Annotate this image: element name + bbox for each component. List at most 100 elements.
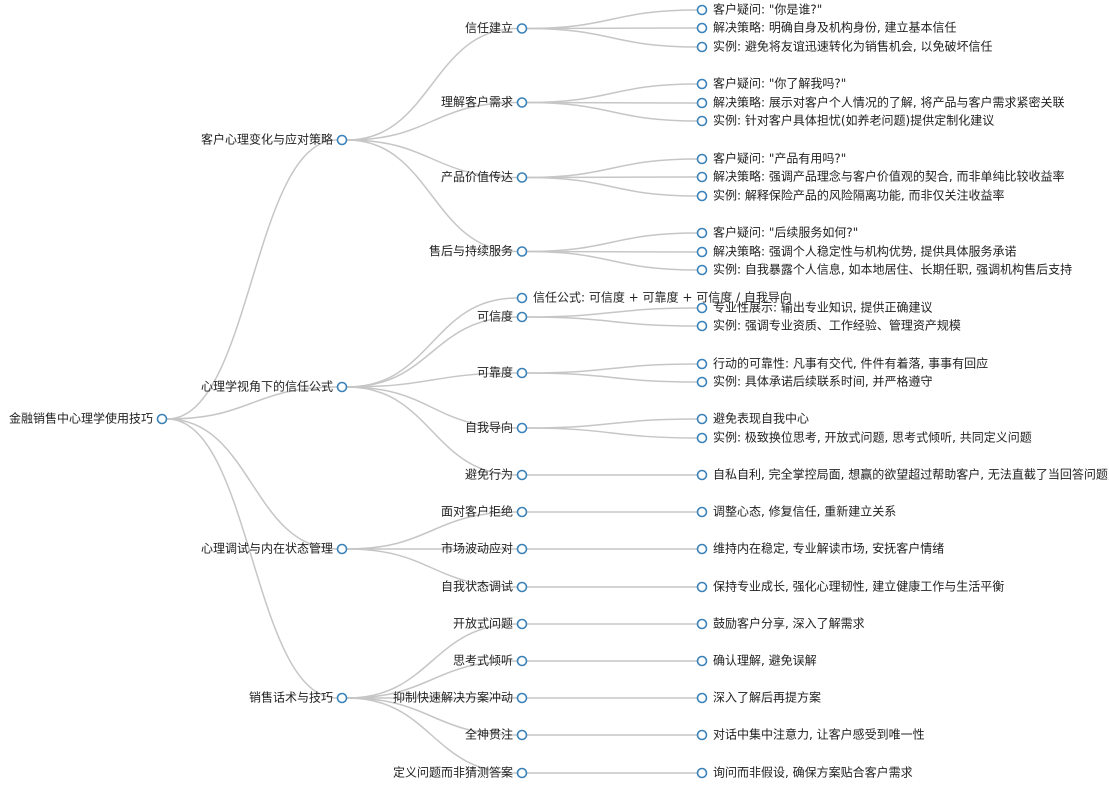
node-circle[interactable] <box>516 618 528 630</box>
node-circle[interactable] <box>696 692 708 704</box>
detail-topic-0-3-2[interactable]: 实例: 自我暴露个人信息, 如本地居住、长期任职, 强调机构售后支持 <box>696 262 1073 277</box>
node-circle[interactable] <box>696 767 708 779</box>
node-circle[interactable] <box>516 422 528 434</box>
subtopic-2-1[interactable]: 市场波动应对 <box>441 541 528 556</box>
node-circle[interactable] <box>516 581 528 593</box>
subtopic-3-3[interactable]: 全神贯注 <box>465 727 528 742</box>
subtopic-0-3[interactable]: 售后与持续服务 <box>429 243 528 258</box>
detail-topic-3-1-0[interactable]: 确认理解, 避免误解 <box>696 653 817 668</box>
detail-topic-2-0-0[interactable]: 调整心态, 修复信任, 重新建立关系 <box>696 504 897 519</box>
subtopic-0-1[interactable]: 理解客户需求 <box>441 94 528 109</box>
root-topic[interactable]: 金融销售中心理学使用技巧 <box>9 411 168 426</box>
detail-topic-0-1-1[interactable]: 解决策略: 展示对客户个人情况的了解, 将产品与客户需求紧密关联 <box>696 95 1065 110</box>
node-circle[interactable] <box>516 367 528 379</box>
subtopic-1-0[interactable]: 信任公式: 可信度 + 可靠度 + 可信度 / 自我导向 <box>516 290 792 305</box>
subtopic-1-2[interactable]: 可靠度 <box>477 365 528 380</box>
node-circle[interactable] <box>696 302 708 314</box>
node-circle[interactable] <box>516 692 528 704</box>
node-circle[interactable] <box>516 292 528 304</box>
detail-topic-1-1-1[interactable]: 实例: 强调专业资质、工作经验、管理资产规模 <box>696 318 961 333</box>
node-circle[interactable] <box>516 172 528 183</box>
detail-topic-0-3-1[interactable]: 解决策略: 强调个人稳定性与机构优势, 提供具体服务承诺 <box>696 244 1017 259</box>
detail-topic-0-1-2[interactable]: 实例: 针对客户具体担忧(如养老问题)提供定制化建议 <box>696 113 995 128</box>
node-circle[interactable] <box>336 543 348 555</box>
subtopic-3-4[interactable]: 定义问题而非猜测答案 <box>393 765 528 780</box>
node-circle[interactable] <box>516 655 528 667</box>
node-circle[interactable] <box>516 543 528 555</box>
subtopic-1-3[interactable]: 自我导向 <box>465 420 528 435</box>
node-circle[interactable] <box>696 469 708 481</box>
branch-topic-0[interactable]: 客户心理变化与应对策略 <box>201 132 348 147</box>
node-circle[interactable] <box>696 432 708 444</box>
subtopic-2-2[interactable]: 自我状态调试 <box>441 579 528 594</box>
node-circle[interactable] <box>516 311 528 323</box>
detail-topic-2-1-0[interactable]: 维持内在稳定, 专业解读市场, 安抚客户情绪 <box>696 541 945 556</box>
node-circle[interactable] <box>696 376 708 388</box>
node-circle[interactable] <box>696 581 708 593</box>
subtopic-3-1[interactable]: 思考式倾听 <box>453 654 528 668</box>
node-circle[interactable] <box>696 320 708 332</box>
node-circle[interactable] <box>696 264 708 276</box>
subtopic-1-4[interactable]: 避免行为 <box>465 467 528 482</box>
subtopic-3-0[interactable]: 开放式问题 <box>453 616 528 631</box>
branch-topic-3[interactable]: 销售话术与技巧 <box>249 690 348 705</box>
detail-topic-1-1-0[interactable]: 专业性展示: 输出专业知识, 提供正确建议 <box>696 300 933 315</box>
detail-topic-3-3-0[interactable]: 对话中集中注意力, 让客户感受到唯一性 <box>696 727 925 742</box>
node-circle[interactable] <box>516 97 528 108</box>
node-circle[interactable] <box>516 506 528 518</box>
node-circle[interactable] <box>696 246 708 258</box>
node-circle[interactable] <box>516 767 528 779</box>
node-circle[interactable] <box>696 78 708 90</box>
detail-topic-1-3-1[interactable]: 实例: 极致换位思考, 开放式问题, 思考式倾听, 共同定义问题 <box>696 430 1032 445</box>
detail-topic-1-3-0[interactable]: 避免表现自我中心 <box>696 411 810 426</box>
detail-topic-0-3-0[interactable]: 客户疑问: "后续服务如何?" <box>696 225 859 240</box>
subtopic-3-2[interactable]: 抑制快速解决方案冲动 <box>393 690 528 705</box>
node-circle[interactable] <box>696 358 708 370</box>
node-circle[interactable] <box>336 692 348 704</box>
node-circle[interactable] <box>696 655 708 667</box>
node-circle[interactable] <box>696 227 708 239</box>
node-circle[interactable] <box>696 97 708 109</box>
node-circle[interactable] <box>336 134 348 146</box>
node-circle[interactable] <box>696 413 708 425</box>
detail-topic-0-2-1[interactable]: 解决策略: 强调产品理念与客户价值观的契合, 而非单纯比较收益率 <box>696 169 1065 184</box>
node-circle[interactable] <box>696 4 708 16</box>
node-circle[interactable] <box>516 469 528 481</box>
subtopic-2-0[interactable]: 面对客户拒绝 <box>441 504 528 519</box>
node-circle[interactable] <box>696 41 708 53</box>
detail-topic-0-2-0[interactable]: 客户疑问: "产品有用吗?" <box>696 151 847 166</box>
node-circle[interactable] <box>516 23 528 34</box>
detail-topic-1-2-1[interactable]: 实例: 具体承诺后续联系时间, 并严格遵守 <box>696 374 933 389</box>
node-circle[interactable] <box>696 543 708 555</box>
node-circle[interactable] <box>696 190 708 202</box>
node-circle[interactable] <box>696 115 708 127</box>
node-circle[interactable] <box>516 246 528 257</box>
detail-topic-1-2-0[interactable]: 行动的可靠性: 凡事有交代, 件件有着落, 事事有回应 <box>696 356 989 371</box>
branch-topic-1[interactable]: 心理学视角下的信任公式 <box>201 379 348 394</box>
node-circle[interactable] <box>696 618 708 630</box>
detail-topic-2-2-0[interactable]: 保持专业成长, 强化心理韧性, 建立健康工作与生活平衡 <box>696 579 1005 594</box>
subtopic-1-1[interactable]: 可信度 <box>477 309 528 324</box>
detail-topic-3-0-0[interactable]: 鼓励客户分享, 深入了解需求 <box>696 616 865 631</box>
node-circle[interactable] <box>336 381 348 393</box>
detail-topic-0-0-0[interactable]: 客户疑问: "你是谁?" <box>696 2 823 17</box>
node-circle[interactable] <box>696 729 708 741</box>
detail-topic-0-0-2[interactable]: 实例: 避免将友谊迅速转化为销售机会, 以免破坏信任 <box>696 39 993 54</box>
node-circle[interactable] <box>696 171 708 183</box>
node-circle[interactable] <box>516 729 528 741</box>
node-circle[interactable] <box>156 413 168 425</box>
subtopic-0-0[interactable]: 信任建立 <box>465 20 528 35</box>
detail-topic-1-4-0[interactable]: 自私自利, 完全掌控局面, 想赢的欲望超过帮助客户, 无法直截了当回答问题, <box>696 467 1109 482</box>
branch-topic-2[interactable]: 心理调试与内在状态管理 <box>201 541 348 556</box>
node-label: 心理学视角下的信任公式 <box>201 379 333 394</box>
node-circle[interactable] <box>696 22 708 34</box>
detail-topic-0-0-1[interactable]: 解决策略: 明确自身及机构身份, 建立基本信任 <box>696 20 957 35</box>
detail-topic-3-4-0[interactable]: 询问而非假设, 确保方案贴合客户需求 <box>696 765 913 780</box>
detail-topic-0-1-0[interactable]: 客户疑问: "你了解我吗?" <box>696 76 847 91</box>
node-circle[interactable] <box>696 506 708 518</box>
detail-topic-3-2-0[interactable]: 深入了解后再提方案 <box>696 690 822 705</box>
detail-topic-0-2-2[interactable]: 实例: 解释保险产品的风险隔离功能, 而非仅关注收益率 <box>696 188 1005 203</box>
subtopic-0-2[interactable]: 产品价值传达 <box>441 169 528 184</box>
node-circle[interactable] <box>696 153 708 165</box>
